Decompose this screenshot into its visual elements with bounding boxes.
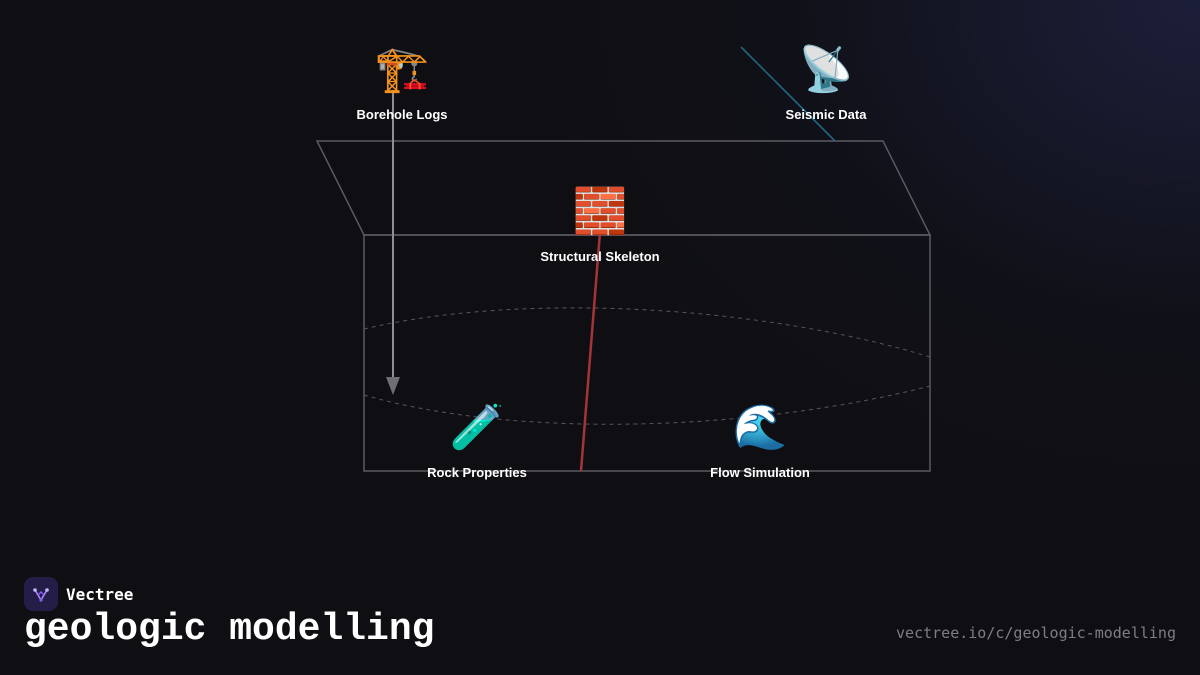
test-tube-icon: 🧪: [449, 403, 505, 452]
page-title: geologic modelling: [24, 608, 435, 651]
construction-crane-icon: 🏗️: [374, 45, 430, 94]
node-structural-skeleton: 🧱 Structural Skeleton: [500, 187, 700, 264]
vectree-logo-icon: [24, 577, 58, 611]
water-wave-icon: 🌊: [732, 403, 788, 452]
brand[interactable]: Vectree: [24, 577, 133, 611]
node-label: Seismic Data: [785, 107, 867, 122]
node-label: Structural Skeleton: [540, 249, 660, 264]
node-rock-properties: 🧪 Rock Properties: [377, 403, 577, 480]
brick-wall-icon: 🧱: [572, 187, 628, 236]
node-label: Rock Properties: [427, 465, 527, 480]
node-borehole-logs: 🏗️ Borehole Logs: [302, 45, 502, 122]
node-label: Borehole Logs: [356, 107, 448, 122]
horizon-upper: [363, 307, 931, 358]
satellite-antenna-icon: 📡: [798, 45, 854, 94]
block-front-face: [363, 234, 931, 472]
seismic-ray-line: [740, 46, 836, 142]
fault-line: [579, 231, 602, 472]
borehole-arrowhead: [386, 377, 400, 395]
brand-name: Vectree: [66, 584, 134, 604]
node-seismic-data: 📡 Seismic Data: [726, 45, 926, 122]
node-label: Flow Simulation: [710, 465, 810, 480]
horizon-lower: [363, 385, 931, 425]
page-url[interactable]: vectree.io/c/geologic-modelling: [896, 624, 1176, 642]
node-flow-simulation: 🌊 Flow Simulation: [660, 403, 860, 480]
